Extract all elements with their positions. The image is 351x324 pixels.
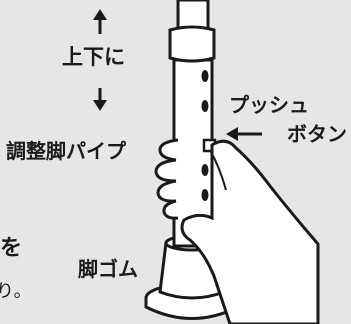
cropped-period-text: り。 [0, 281, 32, 302]
left-arrow-icon [226, 127, 262, 141]
cropped-particle-text: を [0, 236, 23, 261]
down-arrow-icon [93, 88, 107, 111]
push-button-label-line2: ボタン [287, 122, 347, 146]
up-down-label: 上下に [62, 45, 125, 69]
rubber-foot-label: 脚ゴム [78, 257, 138, 281]
up-arrow-icon [93, 9, 107, 34]
adjust-pipe-label: 調整脚パイプ [6, 139, 126, 163]
upper-pipe [168, 0, 216, 63]
push-button-label-line1: プッシュ [229, 93, 309, 117]
hand-icon [154, 138, 320, 324]
